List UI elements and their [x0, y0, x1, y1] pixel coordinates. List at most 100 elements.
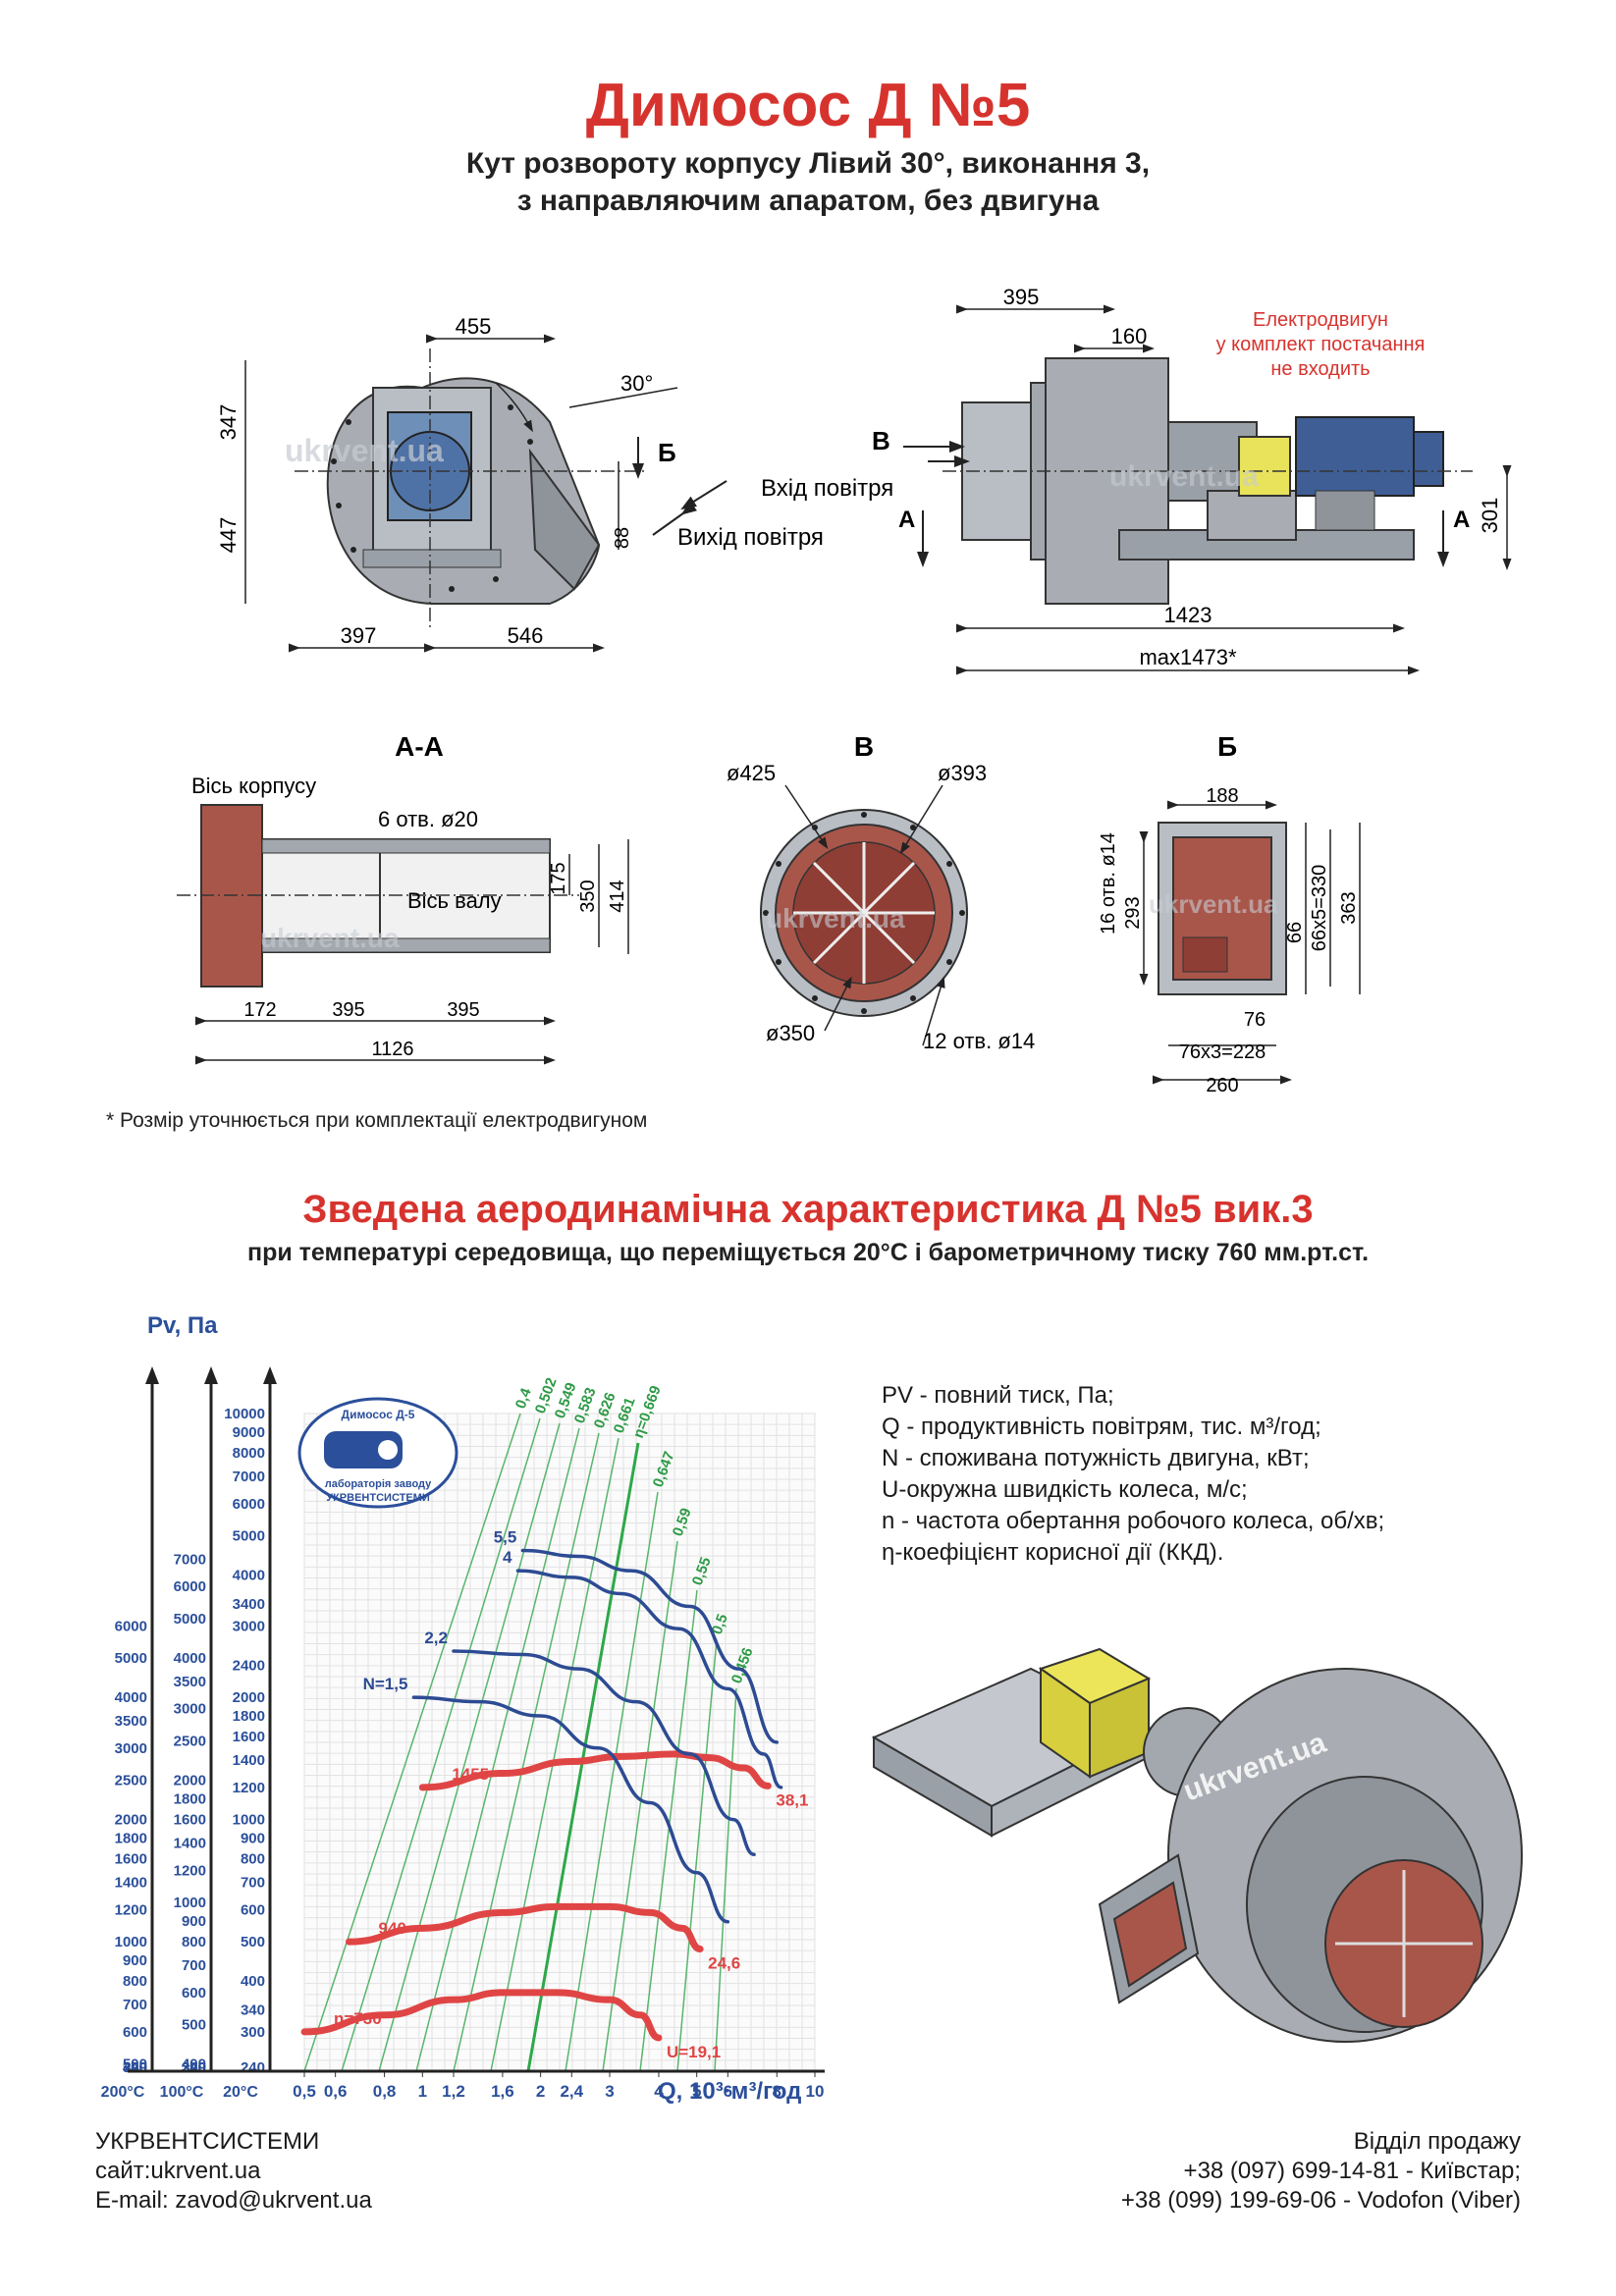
sales-dept: Відділ продажу [1353, 2128, 1521, 2155]
series-label: n=730 [334, 2009, 382, 2028]
y-tick-label: 240 [241, 2059, 265, 2076]
y-tick-label: 2500 [115, 1773, 147, 1789]
y-tick-label: 2400 [233, 1657, 265, 1674]
footer-left: УКРВЕНТСИСТЕМИ сайт:ukrvent.ua E-mail: z… [95, 2127, 372, 2216]
y-tick-label: 3000 [174, 1701, 206, 1718]
y-tick-label: 1400 [233, 1752, 265, 1769]
dim-max1473: max1473* [1139, 645, 1237, 669]
letter-a-right: А [1453, 507, 1470, 533]
motor-note-1: Електродвигун [1253, 309, 1388, 331]
y-tick-label: 1200 [233, 1780, 265, 1796]
y-tick-label: 8000 [233, 1445, 265, 1462]
dim-1126: 1126 [371, 1039, 413, 1060]
x-tick-label: 1,6 [491, 2082, 514, 2101]
angle-30: 30° [620, 371, 653, 396]
y-tick-label: 1200 [115, 1901, 147, 1918]
y-axis-100c-arrow [204, 1366, 218, 1384]
efficiency-label: 0,5 [709, 1612, 731, 1636]
y-tick-label: 1600 [233, 1729, 265, 1745]
y-tick-label: 500 [241, 1934, 265, 1950]
y-tick-label: 7000 [233, 1468, 265, 1485]
section-v-drawing [760, 784, 968, 1046]
y-tick-label: 700 [123, 1997, 147, 2013]
series-line-940 [346, 1902, 704, 1952]
chart-legend: PV - повний тиск, Па; Q - продуктивність… [882, 1380, 1384, 1569]
y-tick-label: 3400 [233, 1596, 265, 1613]
dim-347: 347 [216, 404, 241, 441]
site-link[interactable]: сайт:ukrvent.ua [95, 2158, 261, 2184]
side-view-drawing [244, 334, 727, 653]
dim-160: 160 [1111, 324, 1148, 348]
y-tick-label: 3000 [115, 1740, 147, 1757]
letter-b: Б [658, 438, 676, 467]
y-tick-label: 1000 [174, 1895, 206, 1911]
legend-eta: η-коефіцієнт корисної дії (ККД). [882, 1539, 1224, 1566]
letter-v: В [872, 426, 890, 455]
series-label: 2,2 [424, 1629, 448, 1647]
y-tick-label: 4000 [233, 1568, 265, 1584]
x-axis-label: Q, 10³·м³/год [658, 2078, 801, 2105]
y-tick-label: 2000 [233, 1689, 265, 1706]
dim-66: 66 [1284, 922, 1306, 943]
series-label: 1455 [452, 1765, 489, 1784]
x-tick-label: 0,8 [373, 2082, 397, 2101]
holes-aa: 6 отв. ø20 [378, 807, 478, 831]
holes-v: 12 отв. ø14 [923, 1029, 1035, 1053]
y-tick-label: 240 [182, 2059, 206, 2076]
phone-vodafone[interactable]: +38 (099) 199-69-06 - Vodofon (Viber) [1120, 2187, 1521, 2214]
front-view-drawing [903, 304, 1512, 675]
efficiency-line [526, 1442, 640, 2072]
y-tick-label: 1600 [174, 1812, 206, 1829]
watermark: ukrvent.ua [285, 433, 444, 468]
series-line-N=1,5 [411, 1695, 730, 1924]
series-label: 940 [379, 1919, 406, 1938]
legend-n: N - споживана потужність двигуна, кВт; [882, 1445, 1310, 1471]
stamp-line-3: УКРВЕНТСИСТЕМИ [326, 1492, 430, 1504]
watermark: ukrvent.ua [766, 903, 905, 934]
y-tick-label: 800 [182, 1934, 206, 1950]
diam-425: ø425 [727, 761, 776, 785]
dim-66x5: 66х5=330 [1309, 865, 1330, 951]
dim-363: 363 [1338, 891, 1360, 924]
y-tick-label: 1200 [174, 1862, 206, 1879]
efficiency-line [602, 1540, 678, 2072]
stamp-line-2: лабораторія заводу [325, 1478, 432, 1490]
diam-350: ø350 [766, 1021, 815, 1045]
footer-right: Відділ продажу +38 (097) 699-14-81 - Киї… [1121, 2127, 1521, 2216]
dim-301: 301 [1478, 498, 1502, 534]
y-tick-label: 1000 [233, 1812, 265, 1829]
y-axis-label: Pv, Па [147, 1312, 218, 1339]
y-tick-label: 500 [182, 2017, 206, 2034]
x-tick-label: 4 [654, 2082, 664, 2101]
email-link[interactable]: E-mail: zavod@ukrvent.ua [95, 2187, 372, 2214]
y-tick-label: 400 [182, 2056, 206, 2073]
footnote: * Розмір уточнюється при комплектації ел… [106, 1109, 648, 1132]
dim-293: 293 [1122, 896, 1144, 929]
y-axis-200c-arrow [145, 1366, 159, 1384]
y-tick-label: 500 [123, 2056, 147, 2073]
y-tick-label: 700 [182, 1957, 206, 1974]
y-tick-label: 300 [123, 2059, 147, 2076]
dim-447: 447 [216, 517, 241, 554]
dim-172: 172 [243, 999, 276, 1021]
y-tick-label: 5000 [233, 1528, 265, 1545]
y-tick-label: 900 [182, 1913, 206, 1930]
dim-395-top: 395 [1003, 285, 1040, 309]
legend-q: Q - продуктивність повітрям, тис. м³/год… [882, 1414, 1321, 1440]
y-tick-label: 1800 [174, 1790, 206, 1807]
series-label: N=1,5 [363, 1675, 408, 1693]
air-out-label: Вихід повітря [677, 524, 824, 551]
page-subtitle-2: з направляючим апаратом, без двигуна [516, 185, 1100, 217]
dim-260: 260 [1206, 1075, 1238, 1095]
section-aa-drawing [177, 804, 629, 1065]
x-tick-label: 10 [806, 2082, 825, 2101]
y-tick-label: 1400 [174, 1836, 206, 1852]
dim-88: 88 [612, 527, 633, 549]
air-in-label: Вхід повітря [761, 475, 893, 502]
x-tick-label: 2,4 [560, 2082, 583, 2101]
efficiency-line [676, 1638, 718, 2072]
efficiency-line [639, 1589, 698, 2072]
phone-kyivstar[interactable]: +38 (097) 699-14-81 - Київстар; [1183, 2158, 1521, 2184]
legend-rpm: n - частота обертання робочого колеса, о… [882, 1508, 1385, 1534]
y-tick-label: 2500 [174, 1733, 206, 1749]
